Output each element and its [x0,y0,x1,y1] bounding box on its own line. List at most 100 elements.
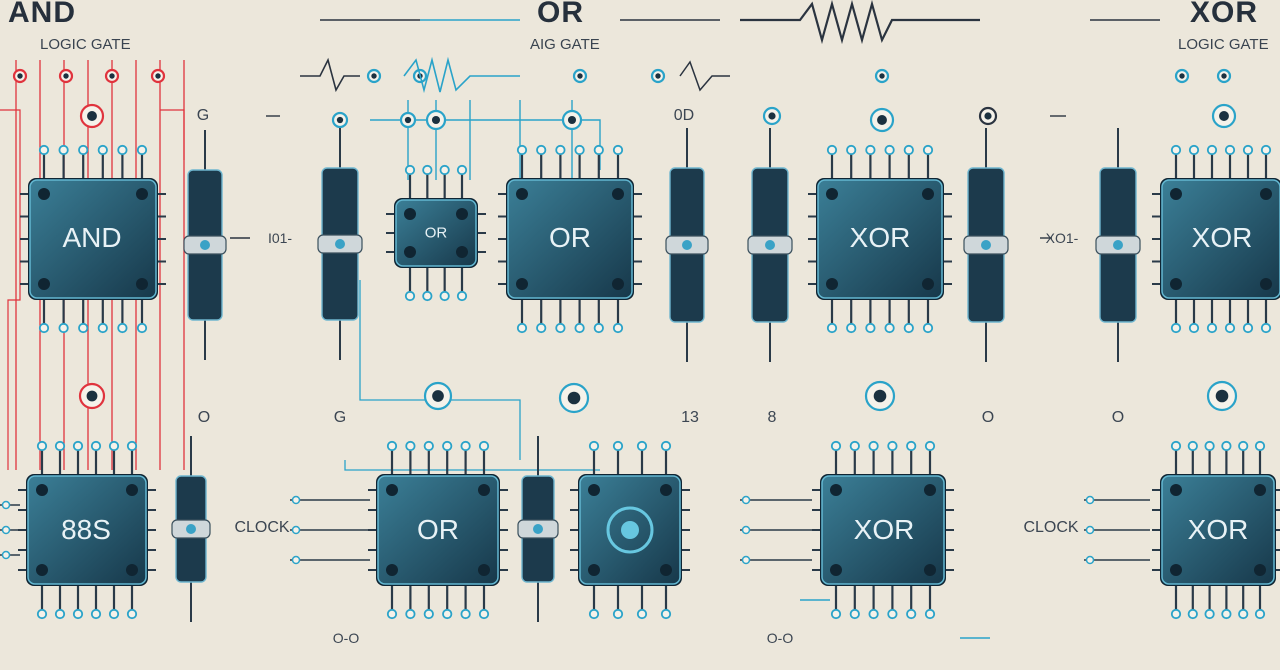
pin-terminal [868,608,879,620]
waveform [300,57,360,93]
pin-terminal [1221,608,1232,620]
o-label-right: O [1111,409,1125,426]
chip-mount-hole [1170,484,1182,496]
chip-mount-hole [126,484,138,496]
pin-terminal [924,440,936,452]
pin-terminal [97,322,108,334]
and-chip-label: AND [62,222,122,253]
pin-terminal [1242,322,1254,334]
resistor-dot [335,239,345,249]
pin-terminal [1260,322,1272,334]
terminal-node-center [371,73,377,79]
pin-terminal [826,322,838,334]
clock-label-left: CLOCK [234,519,290,536]
lead-terminal [1085,495,1095,505]
pin-terminal [612,144,624,156]
xor-bottom-chip-label: XOR [853,514,915,545]
pin-terminal [826,144,838,156]
pin-terminal [72,440,84,452]
pin-terminal [830,440,842,452]
terminal-node-center [336,116,344,124]
pin-terminal [405,608,416,620]
pin-terminal [78,322,89,334]
pin-terminal [136,144,148,156]
terminal-node-center [432,390,444,402]
resistor-dot [1113,240,1123,250]
pin-terminal [536,322,547,334]
pin-terminal [36,440,48,452]
pin-terminal [404,164,416,176]
pin-terminal [386,608,398,620]
chip-mount-hole [38,278,50,290]
od-label: 0D [673,107,695,124]
chip-mount-hole [924,564,936,576]
pin-terminal [1204,608,1215,620]
g-label-or: G [333,409,347,426]
pin-terminal [536,144,547,156]
terminal-node-center [63,73,69,79]
pin-terminal [865,144,876,156]
pin-terminal [442,440,453,452]
terminal-node-center [877,115,887,125]
pin-terminal [38,144,50,156]
pin-terminal [1224,322,1236,334]
pin-terminal [36,608,48,620]
pin-terminal [1187,608,1198,620]
and-title: AND [8,0,76,29]
pin-terminal [423,440,434,452]
terminal-node-center [567,115,577,125]
thirteen-label: 13 [681,409,699,426]
lead-terminal [1,525,11,535]
pin-terminal [90,440,102,452]
bottom-left-chip-label: 88S [61,514,111,545]
pin-terminal [516,322,528,334]
pin-terminal [136,322,148,334]
chip-emblem-ring [606,506,654,554]
pin-terminal [1221,440,1232,452]
pin-terminal [422,290,433,302]
pin-terminal [516,144,528,156]
chip-mount-hole [478,484,490,496]
pin-terminal [903,322,914,334]
pin-terminal [456,164,468,176]
pin-terminal [1206,322,1218,334]
chip-mount-hole [1170,564,1182,576]
xor-bottom-right-chip [1161,475,1275,585]
pin-terminal [126,440,138,452]
pin-terminal [830,608,842,620]
pin-terminal [1260,144,1272,156]
pin-terminal [1242,144,1254,156]
pin-terminal [636,440,648,452]
chip-mount-hole [922,188,934,200]
terminal-node-center [431,115,441,125]
pin-terminal [78,144,89,156]
terminal-node-center [1179,73,1185,79]
pin-terminal [612,608,624,620]
pin-terminal [555,322,566,334]
waveform [679,60,730,92]
lead-terminal [291,495,301,505]
pin-terminal [460,608,471,620]
pin-terminal [54,440,66,452]
pin-terminal [922,144,934,156]
chip-mount-hole [136,278,148,290]
pin-terminal [887,608,898,620]
pin-terminal [660,608,672,620]
pin-terminal [405,440,416,452]
blue-trace [359,280,521,460]
pin-terminal [849,440,860,452]
lead-terminal [1085,525,1095,535]
terminal-node-center [87,111,97,121]
pin-terminal [574,144,585,156]
chip-mount-hole [1260,188,1272,200]
terminal-node-center [86,390,98,402]
pin-terminal [478,608,490,620]
chip-mount-hole [456,208,468,220]
pin-terminal [884,322,895,334]
o-label-xor: O [981,409,995,426]
terminal-node-center [655,73,661,79]
lead-terminal [1,500,11,510]
pin-terminal [442,608,453,620]
pin-terminal [924,608,936,620]
pin-terminal [1170,322,1182,334]
